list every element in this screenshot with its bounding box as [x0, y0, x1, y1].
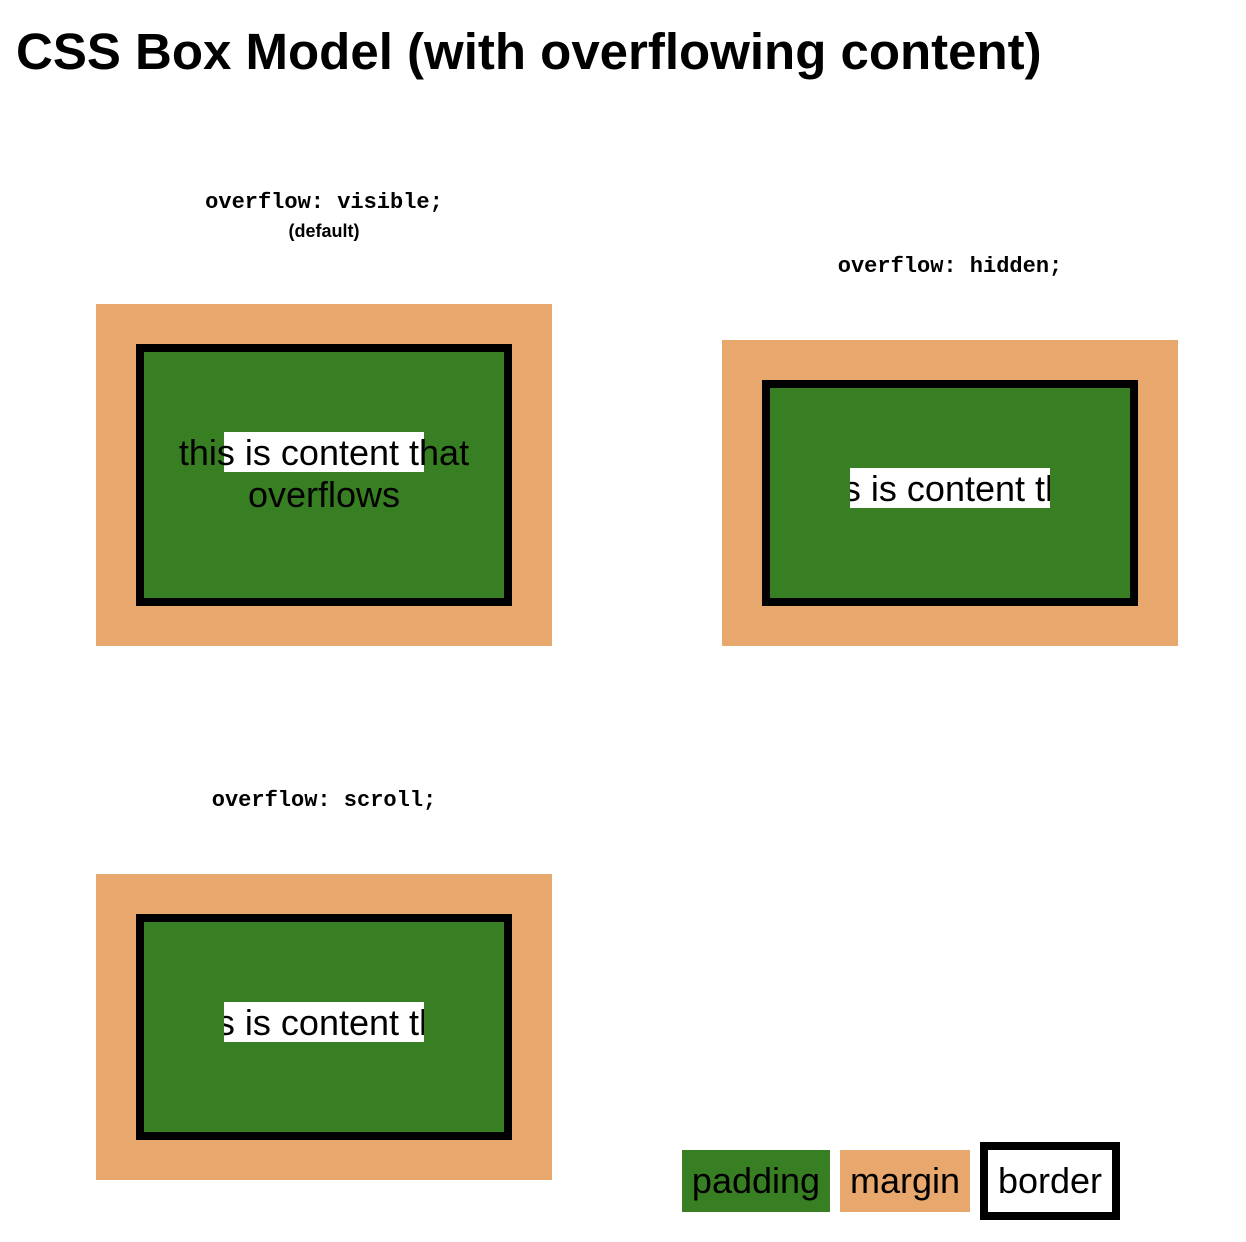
visible-border-box: this is content that overflows	[136, 344, 512, 606]
scroll-panel-label: overflow: scroll;	[211, 788, 437, 813]
scroll-border-box: this is content that overflows	[136, 914, 512, 1140]
legend-margin: margin	[840, 1150, 970, 1212]
visible-content-text: this is content that overflows	[178, 432, 470, 515]
hidden-border-box: this is content that overflows	[762, 380, 1138, 606]
scroll-clip-region[interactable]: this is content that overflows	[224, 1002, 424, 1042]
hidden-clip-region: this is content that overflows	[850, 468, 1050, 508]
scroll-content-text: this is content that overflows	[224, 1002, 424, 1042]
hidden-panel-label: overflow: hidden;	[837, 254, 1063, 279]
visible-panel-sublabel: (default)	[288, 221, 360, 241]
hidden-content-box: this is content that overflows	[850, 468, 1050, 508]
hidden-margin-box: this is content that overflows	[722, 340, 1178, 646]
legend-border: border	[980, 1142, 1120, 1220]
visible-panel-label: overflow: visible;	[205, 190, 443, 215]
scroll-margin-box: this is content that overflows	[96, 874, 552, 1180]
page-title: CSS Box Model (with overflowing content)	[16, 23, 1042, 80]
visible-content-box: this is content that overflows	[179, 432, 469, 515]
visible-margin-box: this is content that overflows	[96, 304, 552, 646]
scroll-content-box[interactable]: this is content that overflows	[224, 1002, 424, 1042]
legend-padding: padding	[682, 1150, 830, 1212]
hidden-content-text: this is content that overflows	[850, 468, 1050, 508]
